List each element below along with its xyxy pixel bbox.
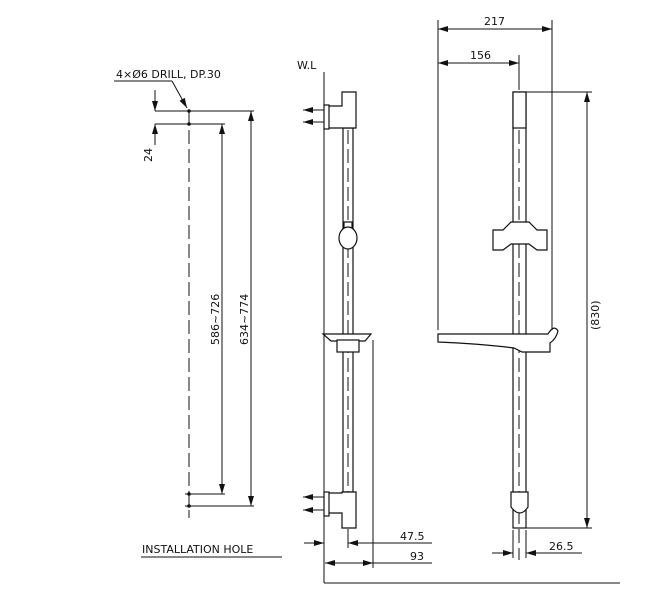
dim-47-5: 47.5 (400, 530, 425, 543)
front-view: 217 156 (830) 26.5 (437, 15, 602, 560)
bottom-bracket (327, 491, 357, 529)
installation-hole-view: 4×Ø6 DRILL, DP.30 24 586~726 634~774 INS… (114, 68, 282, 558)
water-line-label: W.L (297, 59, 317, 72)
drill-note: 4×Ø6 DRILL, DP.30 (116, 68, 221, 81)
soap-dish (321, 333, 373, 342)
dim-156: 156 (470, 49, 491, 62)
top-bracket (327, 91, 357, 129)
dim-217: 217 (484, 15, 505, 28)
dim-586-726: 586~726 (209, 294, 222, 345)
dim-634-774: 634~774 (238, 294, 251, 345)
dim-26-5: 26.5 (549, 540, 574, 553)
soap-dish-front (437, 327, 559, 353)
side-view: W.L 47.5 93 (297, 59, 620, 584)
dim-830: (830) (589, 300, 602, 330)
dim-93: 93 (410, 550, 424, 563)
bottom-holder (510, 491, 529, 514)
installation-hole-label: INSTALLATION HOLE (142, 543, 253, 556)
slider (492, 221, 548, 251)
slider-knob (338, 226, 358, 250)
dim-24: 24 (142, 148, 155, 162)
